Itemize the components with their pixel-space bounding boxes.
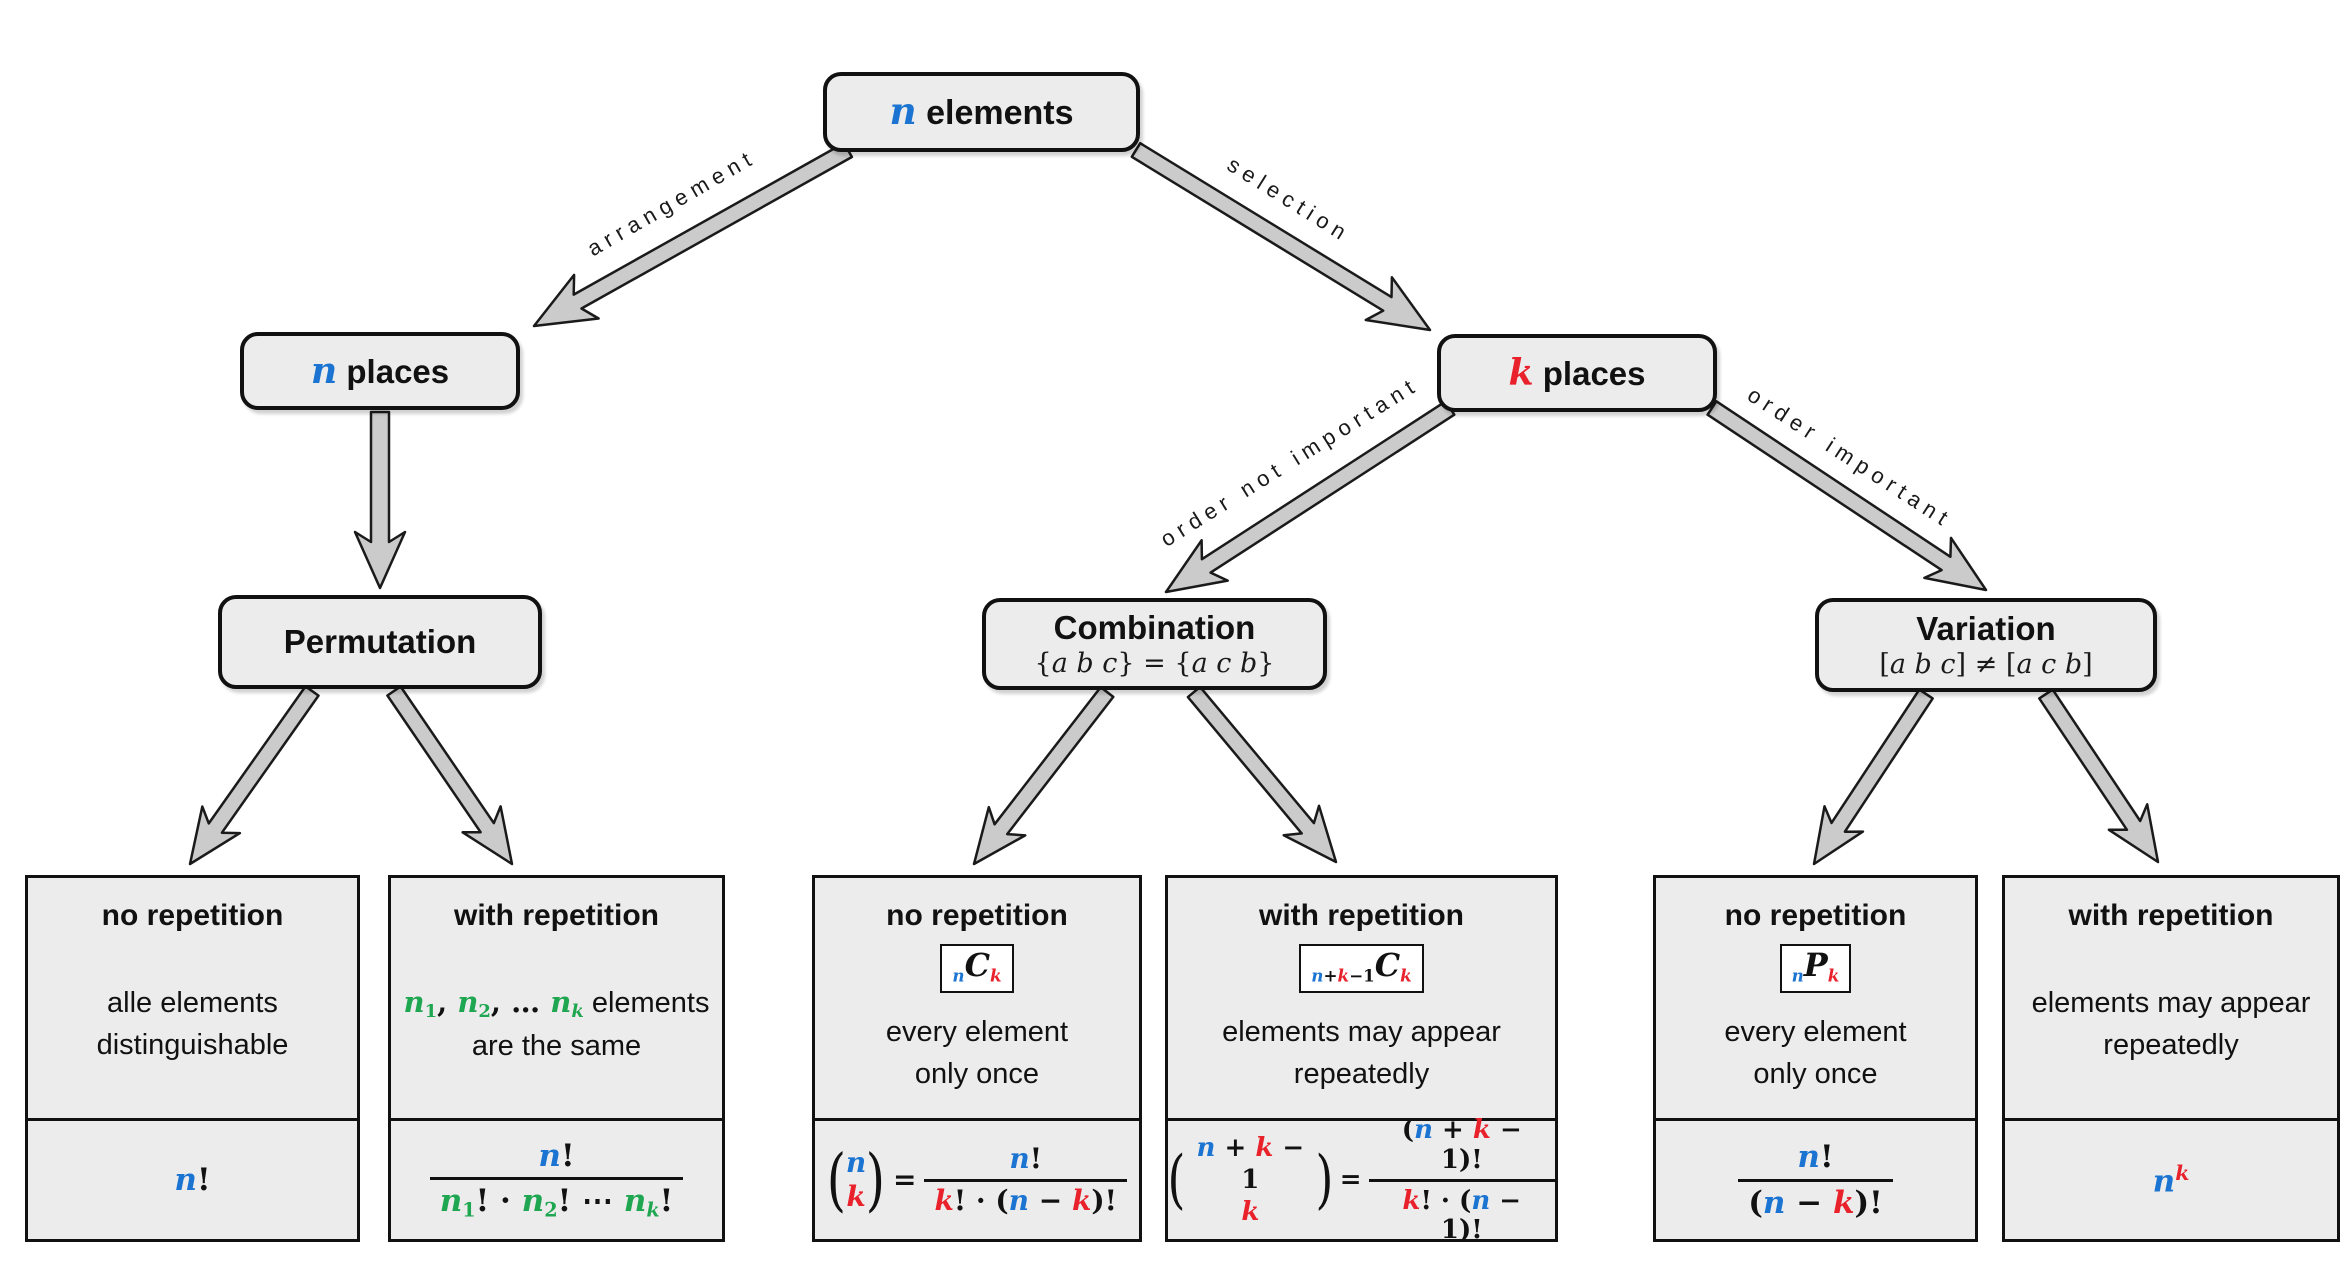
leaf-title: no repetition — [101, 899, 284, 932]
node-combination: Combination {a b c} = {a c b} — [982, 598, 1327, 690]
node-permutation: Permutation — [218, 595, 542, 689]
node-k-places: k places — [1437, 334, 1717, 412]
leaf-body: no repetition alle elements distinguisha… — [28, 878, 357, 1118]
desc-line: repeatedly — [2103, 1029, 2239, 1061]
arrow — [1130, 141, 1432, 332]
node-permutation-title: Permutation — [283, 623, 477, 661]
leaf-body: no repetition nPk every element only onc… — [1656, 878, 1975, 1118]
arrow — [1812, 688, 1934, 866]
leaf-body: with repetition n1, n2, … nk elements ar… — [391, 878, 722, 1118]
leaf-description: n1, n2, … nk elements are the same — [404, 981, 710, 1071]
arrow — [532, 141, 854, 328]
arrow — [386, 685, 514, 866]
leaf-formula: n! (n − k)! — [1656, 1118, 1975, 1239]
leaf-title: with repetition — [454, 899, 659, 932]
node-combination-title: Combination — [1053, 609, 1256, 646]
fraction: (n + k − 1)! k! · (n − 1)! — [1368, 1115, 1555, 1245]
node-n-elements: n elements — [823, 72, 1140, 152]
desc-line: n1, n2, … nk elements — [403, 984, 710, 1022]
arrow — [1186, 685, 1338, 864]
desc-line: only once — [914, 1058, 1040, 1091]
desc-line: every element — [885, 1016, 1069, 1049]
formula-badge-nCk: nCk — [940, 944, 1014, 993]
leaf-variation-no-repetition: no repetition nPk every element only onc… — [1653, 875, 1978, 1242]
equals-sign: = — [892, 1162, 917, 1196]
desc-line: alle elements — [107, 986, 278, 1019]
arrow — [972, 685, 1115, 866]
fraction-numerator: (n + k − 1)! — [1401, 1115, 1522, 1175]
fraction-denominator: n1! · n2! ⋯ nk! — [429, 1177, 684, 1221]
desc-line: distinguishable — [96, 1029, 289, 1061]
node-n-places-label: n places — [310, 349, 450, 393]
formula-badge-nPk: nPk — [1779, 944, 1852, 993]
fraction-numerator: n! — [1797, 1139, 1834, 1176]
fraction: n! k! · (n − k)! — [924, 1141, 1127, 1217]
node-variation: Variation [a b c] ≠ [a c b] — [1815, 598, 2157, 692]
leaf-combination-with-repetition: with repetition n+k−1Ck elements may app… — [1165, 875, 1558, 1244]
leaf-body: with repetition n+k−1Ck elements may app… — [1168, 878, 1555, 1118]
leaf-description: every element only once — [886, 1011, 1068, 1099]
fraction-numerator: n! — [1009, 1141, 1042, 1175]
arrow — [1706, 400, 1988, 592]
fraction-numerator: n! — [538, 1138, 575, 1175]
fraction-denominator: (n − k)! — [1738, 1178, 1893, 1220]
leaf-variation-with-repetition: with repetition elements may appear repe… — [2002, 875, 2340, 1242]
desc-line: every element — [1724, 1016, 1907, 1049]
right-paren: ) — [1315, 1142, 1334, 1217]
leaf-permutation-no-repetition: no repetition alle elements distinguisha… — [25, 875, 360, 1242]
fraction: n! (n − k)! — [1738, 1139, 1893, 1220]
arrow — [1164, 400, 1456, 594]
leaf-body: with repetition elements may appear repe… — [2005, 878, 2337, 1118]
formula-badge-n+k-1Ck: n+k−1Ck — [1299, 944, 1424, 993]
leaf-formula: n! n1! · n2! ⋯ nk! — [391, 1118, 722, 1239]
node-combination-subtitle: {a b c} = {a c b} — [1034, 647, 1275, 679]
leaf-description: elements may appear repeatedly — [2032, 982, 2311, 1070]
arrow — [2038, 688, 2160, 864]
binomial-top: n — [845, 1146, 867, 1180]
leaf-formula: nk — [2005, 1118, 2337, 1239]
equals-sign: = — [1339, 1164, 1362, 1195]
leaf-title: no repetition — [1724, 899, 1907, 932]
leaf-permutation-with-repetition: with repetition n1, n2, … nk elements ar… — [388, 875, 725, 1242]
desc-line: are the same — [471, 1030, 642, 1063]
right-paren: ) — [865, 1139, 886, 1220]
fraction-denominator: k! · (n − k)! — [924, 1178, 1127, 1217]
leaf-body: no repetition nCk every element only onc… — [815, 878, 1139, 1118]
formula-expression: nk — [2152, 1160, 2190, 1200]
binomial-bottom: k — [1241, 1197, 1260, 1228]
leaf-description: alle elements distinguishable — [97, 982, 289, 1070]
node-variation-subtitle: [a b c] ≠ [a c b] — [1879, 648, 2093, 680]
node-n-elements-label: n elements — [889, 89, 1074, 134]
desc-line: elements may appear — [1222, 1016, 1501, 1049]
desc-line: only once — [1753, 1058, 1878, 1091]
leaf-formula: n! — [28, 1118, 357, 1239]
leaf-formula: ( n + k − 1 k ) = (n + k − 1)! k! · (n −… — [1167, 1116, 1555, 1244]
desc-line: elements may appear — [2031, 986, 2311, 1019]
leaf-description: elements may appear repeatedly — [1222, 1011, 1501, 1099]
left-paren: ( — [1167, 1142, 1186, 1217]
fraction: n! n1! · n2! ⋯ nk! — [429, 1138, 684, 1221]
leaf-title: with repetition — [2068, 899, 2274, 932]
formula-expression: n! — [174, 1161, 211, 1198]
binomial-coefficient: ( n k ) — [826, 1139, 886, 1220]
binomial-top: n + k − 1 — [1196, 1132, 1305, 1195]
leaf-title: no repetition — [886, 899, 1068, 932]
desc-line: repeatedly — [1293, 1058, 1430, 1091]
leaf-description: every element only once — [1724, 1011, 1906, 1099]
node-variation-title: Variation — [1916, 610, 2056, 647]
binomial-coefficient: ( n + k − 1 k ) — [1167, 1132, 1334, 1229]
left-paren: ( — [826, 1139, 847, 1220]
fraction-denominator: k! · (n − 1)! — [1368, 1178, 1555, 1245]
arrow — [353, 410, 407, 590]
arrow — [188, 685, 320, 866]
binomial-bottom: k — [846, 1180, 866, 1213]
node-k-places-label: k places — [1508, 351, 1646, 395]
leaf-combination-no-repetition: no repetition nCk every element only onc… — [812, 875, 1142, 1242]
node-n-places: n places — [240, 332, 520, 410]
leaf-formula: ( n k ) = n! k! · (n − k)! — [815, 1118, 1139, 1239]
leaf-title: with repetition — [1259, 899, 1464, 932]
